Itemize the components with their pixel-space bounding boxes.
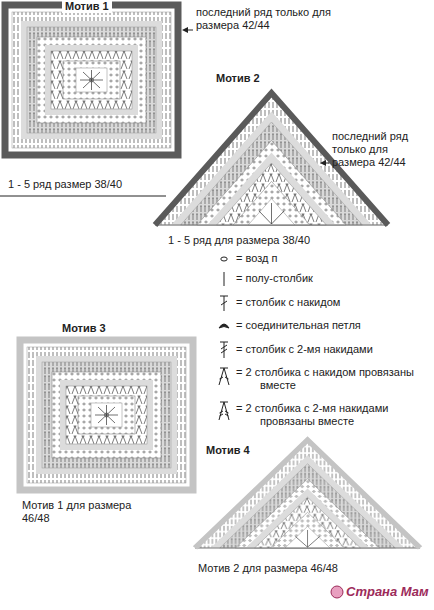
slip-stitch-symbol <box>219 324 229 328</box>
legend-entry: = столбик с 2-мя накидами <box>236 343 422 356</box>
motif-3-chart <box>20 340 193 490</box>
treble-cluster-symbol <box>219 402 229 420</box>
legend-entry: = возд п <box>236 252 422 265</box>
callout-arrow <box>320 160 326 166</box>
motif-4-chart <box>195 440 420 548</box>
motif-1-chart <box>5 5 178 155</box>
motif-title: Мотив 3 <box>62 322 106 335</box>
size-caption: 1 - 5 ряд размер 38/40 <box>8 178 122 191</box>
double-crochet-symbol <box>220 296 228 311</box>
treble-symbol <box>220 342 228 358</box>
watermark: Страна Мам <box>346 585 429 598</box>
callout-arrow <box>182 27 193 33</box>
half-column-symbol <box>224 272 225 286</box>
callout-arrow <box>182 27 188 33</box>
size-caption: Мотив 1 для размера 46/48 <box>22 499 152 525</box>
callout-note: последний ряд только для размера 42/44 <box>332 130 428 169</box>
motif-title: Мотив 4 <box>206 444 250 457</box>
underline <box>0 196 166 197</box>
callout-arrow <box>320 160 329 166</box>
motif-3-chart <box>20 340 193 490</box>
motif-1-chart <box>5 5 178 155</box>
cluster-symbol <box>219 368 229 385</box>
legend-entry: = полу-столбик <box>236 272 422 285</box>
motif-title: Мотив 1 <box>62 0 112 13</box>
callout-note: последний ряд только для размера 42/44 <box>196 6 336 32</box>
stitch-symbols <box>219 257 229 420</box>
watermark-icon <box>331 586 343 598</box>
size-caption: Мотив 2 для размера 46/48 <box>198 562 408 575</box>
size-caption: 1 - 5 ряд для размера 38/40 <box>168 234 310 247</box>
motif-title: Мотив 2 <box>216 72 260 85</box>
motif-1-chart <box>12 12 171 148</box>
motif-3-chart <box>27 347 186 483</box>
chain-symbol <box>221 257 227 261</box>
legend-entry: = 2 столбика с 2-мя накидами провязаны в… <box>236 402 422 428</box>
legend-entry: = соединительная петля <box>236 319 422 332</box>
legend-entry: = столбик с накидом <box>236 296 422 309</box>
motif-4-chart <box>195 440 420 548</box>
watermark-icon <box>331 586 343 598</box>
legend-entry: = 2 столбика с накидом провязаны вместе <box>236 366 422 392</box>
motif-4-chart <box>195 440 420 548</box>
